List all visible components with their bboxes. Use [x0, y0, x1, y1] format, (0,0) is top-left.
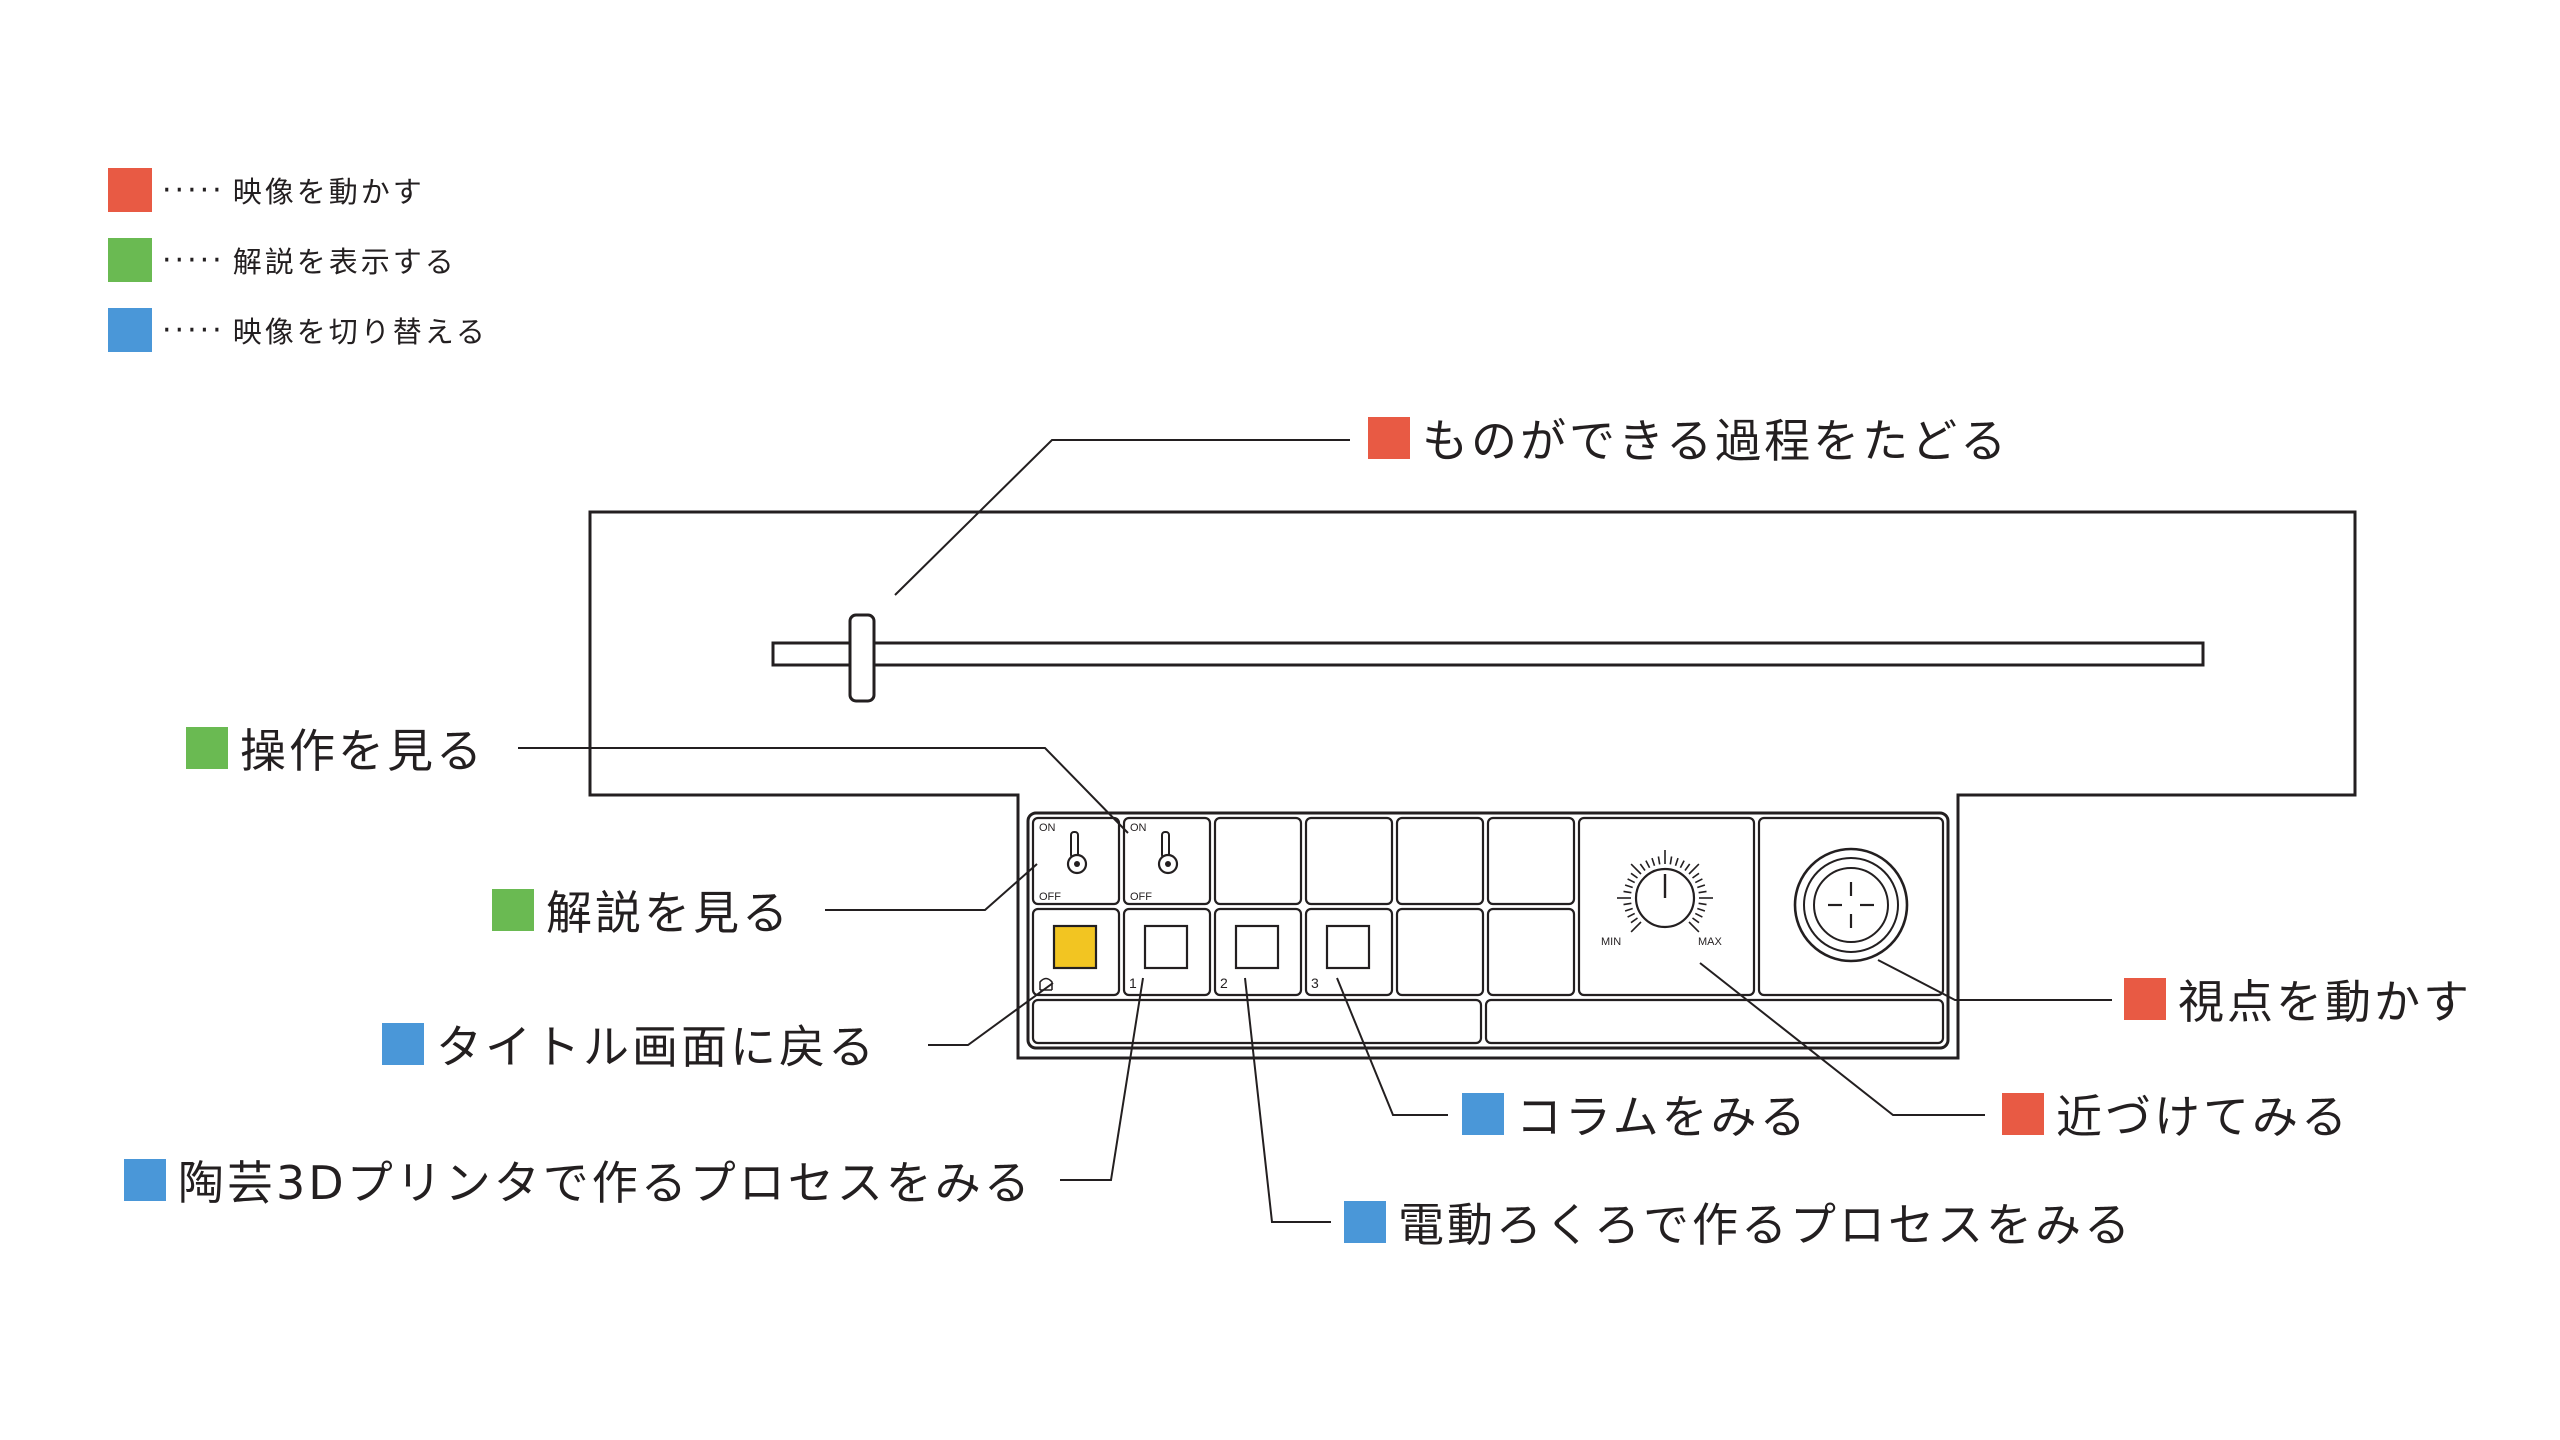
callout-label: 視点を動かす [2178, 975, 2472, 1029]
knob-tick [1624, 884, 1633, 889]
knob-tick [1639, 863, 1646, 871]
toggle-switch-explanation[interactable]: ON OFF [1130, 822, 1179, 903]
callout-swatch [1462, 1093, 1504, 1135]
knob-tick [1657, 856, 1661, 865]
legend-text: 映像を切り替える [232, 315, 488, 349]
button-1[interactable] [1143, 924, 1189, 970]
callout-column: コラムをみる [1462, 1090, 1809, 1144]
button-3-label: 3 [1311, 975, 1319, 991]
knob-tick [1630, 863, 1642, 875]
legend-dots: ····· [162, 242, 225, 278]
button-2-label: 2 [1220, 975, 1228, 991]
knob-tick [1697, 884, 1706, 889]
zoom-knob-ticks [1617, 850, 1713, 933]
joystick-cell[interactable] [1757, 816, 1945, 997]
knob-tick [1698, 890, 1707, 894]
knob-tick [1688, 921, 1700, 933]
timeline-slider-knob[interactable] [848, 613, 876, 703]
callout-timeline: ものができる過程をたどる [1368, 414, 2009, 468]
callout-swatch [2002, 1093, 2044, 1135]
legend-item-switch-video: ····· 映像を切り替える [108, 308, 488, 352]
callout-zoom: 近づけてみる [2002, 1090, 2350, 1144]
knob-tick [1694, 878, 1703, 884]
home-button[interactable] [1052, 924, 1098, 970]
blank-cell [1395, 816, 1485, 906]
knob-tick [1645, 860, 1651, 869]
callout-label: 操作を見る [240, 724, 485, 778]
legend-item-move-video: ····· 映像を動かす [108, 168, 425, 212]
callout-swatch [124, 1159, 166, 1201]
knob-tick [1692, 917, 1700, 924]
callout-label: 陶芸3Dプリンタで作るプロセスをみる [178, 1156, 1033, 1210]
legend-swatch-red [108, 168, 152, 212]
legend-swatch-green [108, 238, 152, 282]
knob-tick [1692, 872, 1700, 879]
callout-potters-wheel: 電動ろくろで作るプロセスをみる [1344, 1198, 2133, 1252]
knob-tick [1624, 907, 1633, 912]
knob-min-label: MIN [1601, 936, 1621, 948]
joystick[interactable] [1793, 847, 1909, 963]
knob-tick [1697, 907, 1706, 912]
callout-viewpoint: 視点を動かす [2124, 975, 2472, 1029]
legend-swatch-blue [108, 308, 152, 352]
legend-dots: ····· [162, 172, 225, 208]
callout-label: コラムをみる [1516, 1090, 1809, 1144]
callout-swatch [492, 889, 534, 931]
callout-swatch [382, 1023, 424, 1065]
callout-label: タイトル画面に戻る [436, 1020, 877, 1074]
knob-tick [1623, 890, 1632, 894]
leader-lines [518, 439, 2112, 1223]
knob-max-label: MAX [1698, 936, 1723, 948]
callout-label: ものができる過程をたどる [1422, 414, 2010, 468]
callout-title-screen: タイトル画面に戻る [382, 1020, 877, 1074]
callout-explanation: 解説を見る [492, 886, 791, 940]
blank-cell [1304, 816, 1394, 906]
blank-cell [1486, 907, 1576, 997]
knob-tick [1630, 921, 1642, 933]
knob-tick [1630, 872, 1638, 879]
callout-swatch [1344, 1201, 1386, 1243]
button-1-label: 1 [1129, 975, 1137, 991]
callout-operation: 操作を見る [186, 724, 485, 778]
knob-tick [1698, 902, 1707, 906]
knob-tick [1669, 856, 1673, 865]
blank-cell [1213, 816, 1303, 906]
knob-tick [1688, 863, 1700, 875]
knob-tick [1684, 863, 1691, 871]
knob-tick [1630, 917, 1638, 924]
callout-swatch [1368, 417, 1410, 459]
console-outline [588, 510, 2357, 1060]
switch-on-label: ON [1130, 822, 1147, 834]
module-frame [1026, 811, 1950, 1050]
switch-off-label: OFF [1130, 891, 1152, 903]
bottom-strip-right [1484, 998, 1945, 1045]
legend-item-show-explanation: ····· 解説を表示する [108, 238, 457, 282]
knob-tick [1627, 878, 1636, 884]
legend-dots: ····· [162, 312, 225, 348]
callout-label: 電動ろくろで作るプロセスをみる [1398, 1198, 2133, 1252]
callout-3d-printer: 陶芸3Dプリンタで作るプロセスをみる [124, 1156, 1033, 1210]
timeline-slider-track[interactable] [771, 641, 2205, 667]
switch-on-label: ON [1039, 822, 1056, 834]
toggle-switch-operation[interactable]: ON OFF [1039, 822, 1088, 903]
bottom-strip-left [1031, 998, 1483, 1045]
legend-text: 映像を動かす [232, 175, 425, 209]
blank-cell [1395, 907, 1485, 997]
knob-tick [1627, 912, 1636, 918]
callout-swatch [186, 727, 228, 769]
switch-off-label: OFF [1039, 891, 1061, 903]
callout-label: 近づけてみる [2056, 1090, 2350, 1144]
blank-cell [1486, 816, 1576, 906]
legend-text: 解説を表示する [232, 245, 457, 279]
knob-tick [1651, 857, 1656, 866]
button-2[interactable] [1234, 924, 1280, 970]
knob-tick [1623, 902, 1632, 906]
callout-swatch [2124, 978, 2166, 1020]
knob-tick [1674, 857, 1679, 866]
callout-label: 解説を見る [546, 886, 791, 940]
knob-tick [1679, 860, 1685, 869]
knob-tick [1694, 912, 1703, 918]
button-3[interactable] [1325, 924, 1371, 970]
